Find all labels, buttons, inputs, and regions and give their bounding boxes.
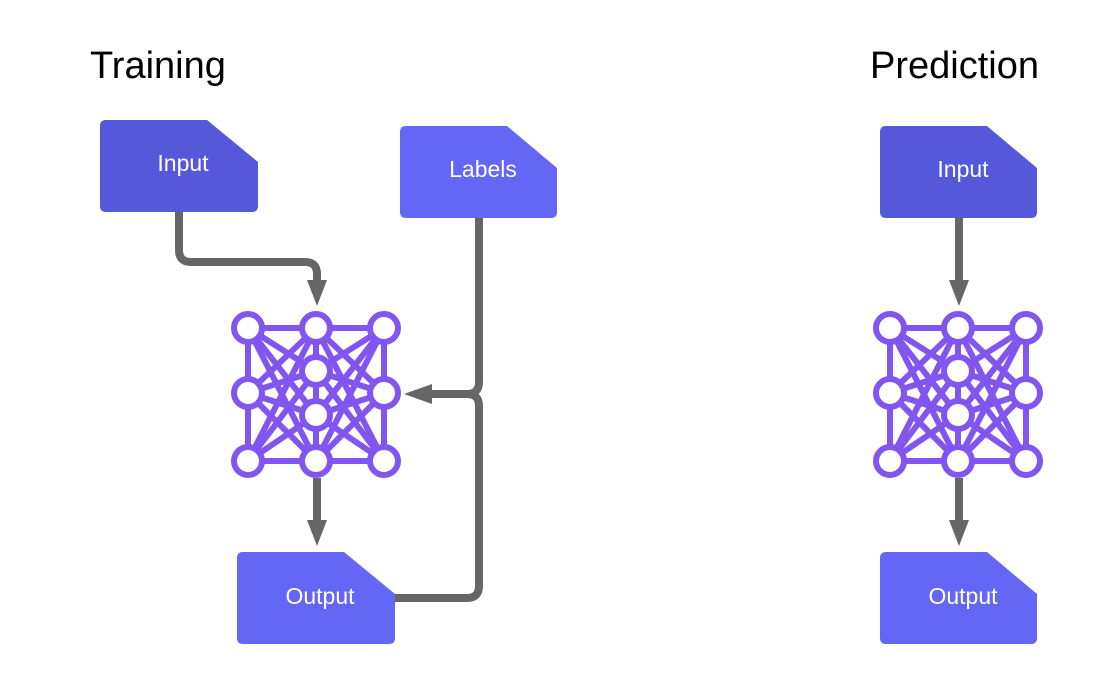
training-input-document: Input bbox=[100, 120, 258, 212]
input-to-network-connector bbox=[175, 212, 321, 282]
network-node bbox=[299, 311, 333, 345]
network-edge bbox=[955, 368, 1029, 464]
network-edge bbox=[245, 325, 319, 464]
network-edge bbox=[955, 325, 1029, 418]
network-node bbox=[367, 444, 401, 478]
network-edge bbox=[887, 368, 961, 464]
prediction-input-document: Input bbox=[880, 126, 1037, 218]
arrow-left-icon bbox=[404, 384, 432, 404]
training-output-label: Output bbox=[285, 583, 355, 609]
network-edge bbox=[313, 325, 387, 464]
prediction-input-label: Input bbox=[937, 156, 989, 182]
network-node bbox=[299, 444, 333, 478]
network-node bbox=[1009, 311, 1043, 345]
neural-network-icon bbox=[231, 311, 401, 478]
network-edge bbox=[245, 368, 319, 464]
network-node bbox=[941, 398, 975, 432]
neural-network-icon bbox=[873, 311, 1043, 478]
network-node bbox=[367, 376, 401, 410]
network-node bbox=[941, 444, 975, 478]
network-node bbox=[231, 376, 265, 410]
network-edge bbox=[887, 325, 961, 418]
network-node bbox=[1009, 376, 1043, 410]
training-output-document: Output bbox=[237, 552, 395, 644]
arrow-down-icon bbox=[949, 280, 969, 306]
network-node bbox=[299, 398, 333, 432]
network-node bbox=[231, 311, 265, 345]
document-icon bbox=[880, 126, 1037, 218]
prediction-output-document: Output bbox=[880, 552, 1037, 644]
document-icon bbox=[237, 552, 395, 644]
network-node bbox=[1009, 444, 1043, 478]
output-to-network-connector bbox=[395, 390, 483, 602]
network-node bbox=[299, 354, 333, 388]
network-node bbox=[941, 354, 975, 388]
network-node bbox=[941, 311, 975, 345]
prediction-output-label: Output bbox=[928, 583, 998, 609]
network-node bbox=[873, 376, 907, 410]
network-edge bbox=[245, 325, 319, 418]
arrow-down-icon bbox=[307, 280, 327, 306]
training-labels-label: Labels bbox=[449, 156, 517, 182]
training-section: Training Input Labels Output bbox=[90, 45, 557, 644]
document-icon bbox=[100, 120, 258, 212]
training-labels-document: Labels bbox=[400, 126, 557, 218]
network-edge bbox=[887, 325, 961, 464]
network-node bbox=[873, 444, 907, 478]
arrow-down-icon bbox=[949, 520, 969, 546]
network-node bbox=[231, 444, 265, 478]
training-title: Training bbox=[90, 45, 226, 87]
network-node bbox=[367, 311, 401, 345]
document-icon bbox=[400, 126, 557, 218]
labels-to-network-connector bbox=[430, 218, 483, 398]
network-edge bbox=[313, 325, 387, 418]
arrow-down-icon bbox=[307, 520, 327, 546]
prediction-title: Prediction bbox=[870, 45, 1039, 87]
document-icon bbox=[880, 552, 1037, 644]
training-input-label: Input bbox=[157, 150, 209, 176]
network-node bbox=[873, 311, 907, 345]
network-edge bbox=[313, 368, 387, 464]
prediction-section: Prediction Input Output bbox=[870, 45, 1043, 644]
network-edge bbox=[955, 325, 1029, 464]
